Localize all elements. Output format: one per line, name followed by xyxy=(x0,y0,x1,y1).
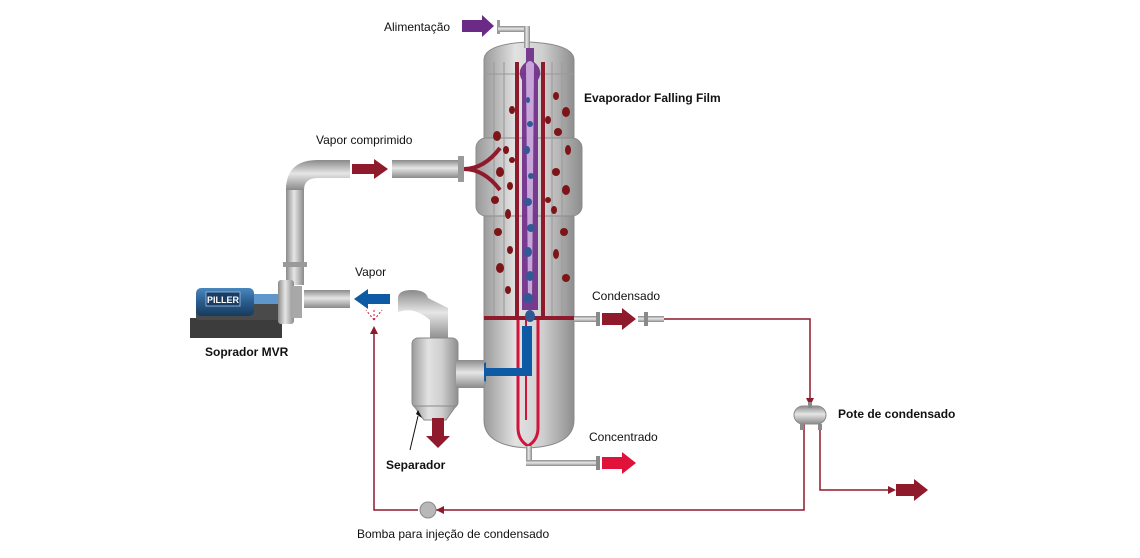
condensate-line-arrow-left xyxy=(436,506,444,514)
compressed-vapor-arrow xyxy=(352,159,388,179)
separator-pointer-arrowhead xyxy=(416,410,422,418)
injection-nozzle xyxy=(365,308,383,321)
vapor-pipe xyxy=(304,290,350,308)
separator-pointer xyxy=(409,415,419,451)
vapor-label: Vapor xyxy=(355,265,387,279)
condensate-label: Condensado xyxy=(592,289,661,303)
concentrate-arrow xyxy=(602,452,636,474)
condensate-out-arrow xyxy=(896,479,928,501)
condensate-outlet-pipe xyxy=(574,312,664,326)
evaporator-vessel xyxy=(463,41,583,449)
vapor-arrow xyxy=(354,289,390,309)
liquid-droplets xyxy=(491,92,571,322)
condensate-line-arrow-right xyxy=(888,486,896,494)
concentrate-outlet-pipe xyxy=(526,446,600,470)
condensate-lines xyxy=(373,318,890,511)
condensate-pot-label: Pote de condensado xyxy=(838,407,956,421)
concentrate-label: Concentrado xyxy=(589,430,658,444)
mvr-blower xyxy=(190,280,302,338)
compressed-vapor-label: Vapor comprimido xyxy=(316,133,413,147)
feed-label: Alimentação xyxy=(384,20,451,34)
condensate-pot xyxy=(793,402,827,430)
condensate-pump xyxy=(419,501,437,519)
condensate-line-arrow-up xyxy=(370,326,378,334)
separator-vessel xyxy=(398,290,484,421)
separator-drain-arrow xyxy=(426,418,450,448)
separator-label: Separador xyxy=(386,458,446,472)
feed-arrow xyxy=(462,15,494,37)
compressed-vapor-pipe xyxy=(283,156,464,285)
condensate-arrow xyxy=(602,308,636,330)
feed-inlet-pipe xyxy=(497,20,530,48)
condensate-pump-label: Bomba para injeção de condensado xyxy=(357,527,550,541)
evaporator-label: Evaporador Falling Film xyxy=(584,91,721,105)
mvr-blower-label: Soprador MVR xyxy=(205,345,289,359)
brand-label: PILLER xyxy=(207,295,240,305)
